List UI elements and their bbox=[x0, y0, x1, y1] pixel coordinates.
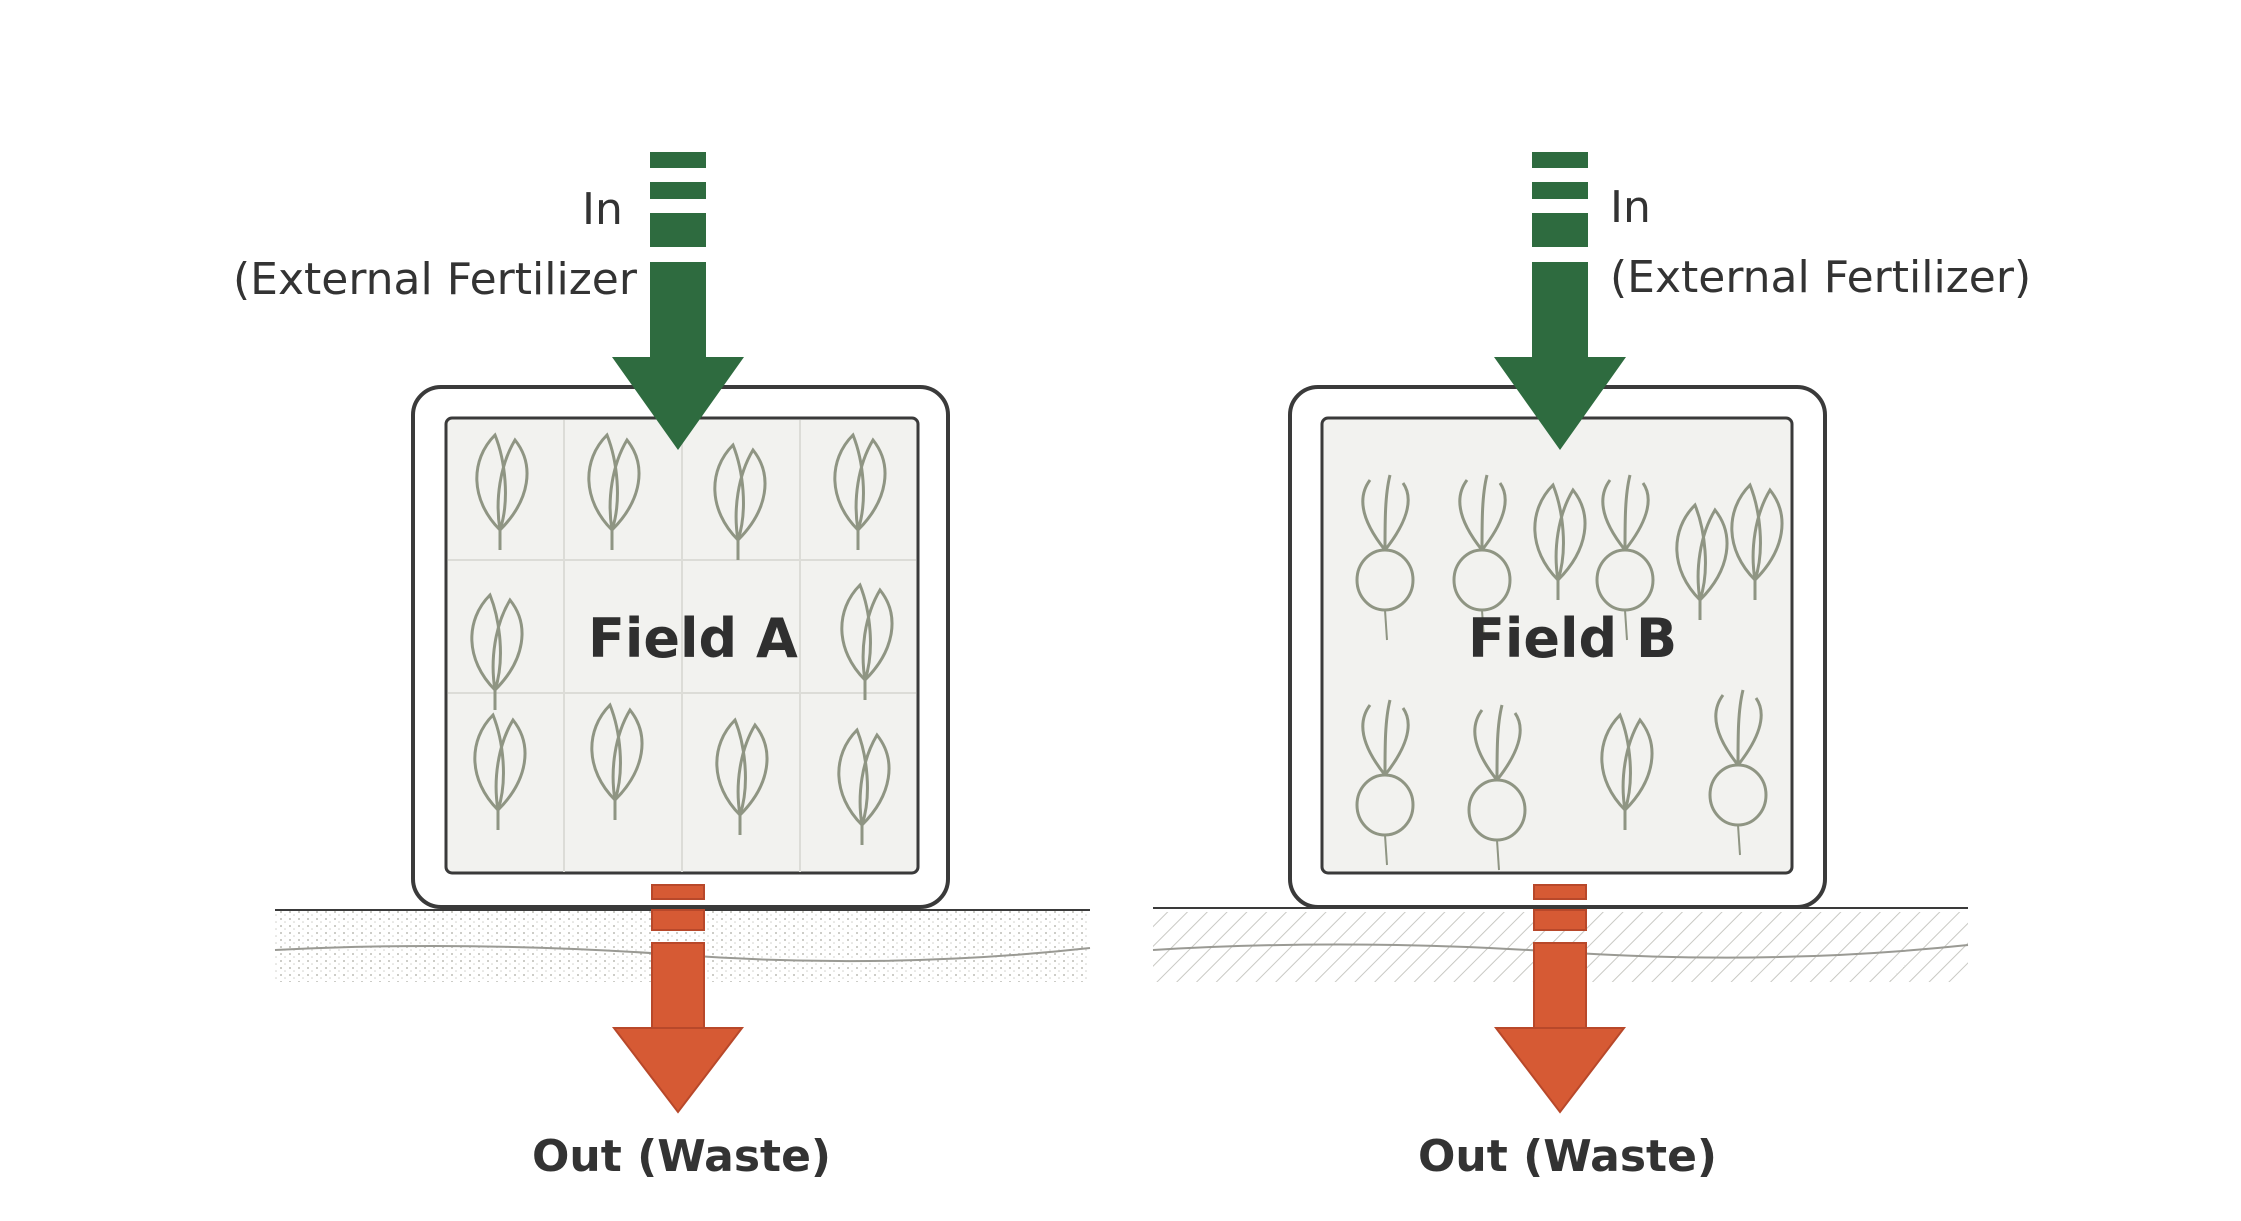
field-a-out-label: Out (Waste) bbox=[532, 1131, 832, 1182]
field-a-group bbox=[274, 152, 1091, 1114]
field-a-fertilizer-label: (External Fertilizer bbox=[233, 254, 637, 305]
field-b-out-label: Out (Waste) bbox=[1418, 1131, 1718, 1182]
field-a-title: Field A bbox=[588, 607, 798, 670]
field-b-title: Field B bbox=[1468, 607, 1678, 670]
field-b-in-label: In bbox=[1610, 182, 1651, 233]
field-a-in-label: In bbox=[582, 184, 623, 235]
field-b-output-arrow bbox=[1493, 884, 1627, 1114]
field-a-input-arrow bbox=[612, 152, 744, 450]
field-a-output-arrow bbox=[611, 884, 745, 1114]
field-b-input-arrow bbox=[1494, 152, 1626, 450]
field-b-group bbox=[1152, 152, 1969, 1114]
field-b-fertilizer-label: (External Fertilizer) bbox=[1610, 252, 2032, 303]
